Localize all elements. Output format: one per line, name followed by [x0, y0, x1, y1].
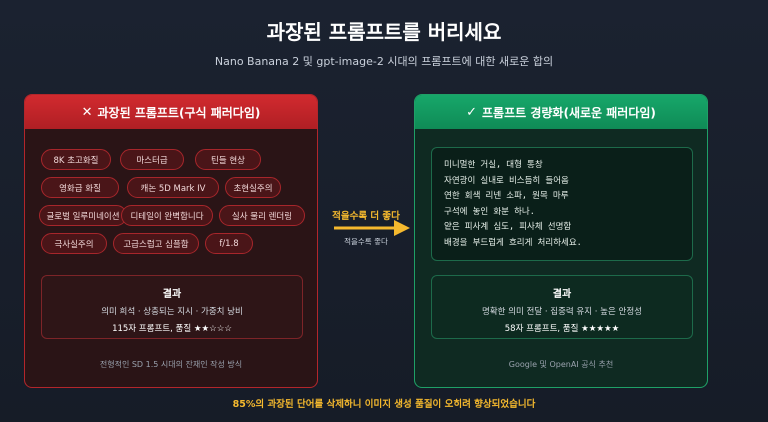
- new-paradigm-header: ✓ 프롬프트 경량화(새로운 패러다임): [415, 95, 707, 129]
- old-paradigm-header: ✕ 과장된 프롬프트(구식 패러다임): [25, 95, 317, 129]
- cross-icon: ✕: [81, 104, 93, 120]
- new-result-summary: 명확한 의미 전달 · 집중력 유지 · 높은 안정성: [482, 307, 642, 317]
- prompt-line: 배경을 부드럽게 흐리게 처리하세요.: [444, 237, 582, 248]
- buzzword-tag: 디테일이 완벽합니다: [121, 205, 213, 226]
- prompt-line: 자연광이 실내로 비스듬히 들어옴: [444, 175, 569, 186]
- old-result-box: 결과 의미 희석 · 상충되는 지시 · 가중치 낭비 115자 프롬프트, 품…: [41, 275, 303, 339]
- buzzword-tag: 마스터급: [120, 149, 184, 170]
- buzzword-tag: 8K 초고화질: [41, 149, 111, 170]
- new-paradigm-footnote: Google 및 OpenAI 공식 추천: [508, 360, 614, 369]
- old-paradigm-panel: ✕ 과장된 프롬프트(구식 패러다임) 8K 초고화질 마스터급 틴들 현상 영…: [24, 94, 318, 388]
- prompt-line: 구석에 놓인 화분 하나.: [444, 206, 535, 217]
- buzzword-tag: f/1.8: [205, 233, 253, 254]
- buzzword-tag: 틴들 현상: [195, 149, 261, 170]
- buzzword-tag: 영화급 화질: [41, 177, 119, 198]
- page-title: 과장된 프롬프트를 버리세요: [266, 20, 502, 44]
- new-paradigm-title: 프롬프트 경량화(새로운 패러다임): [482, 105, 656, 120]
- old-result-summary: 의미 희석 · 상충되는 지시 · 가중치 낭비: [101, 307, 243, 317]
- old-paradigm-title: 과장된 프롬프트(구식 패러다임): [97, 105, 261, 120]
- buzzword-tag: 글로벌 일루미네이션: [39, 205, 127, 226]
- old-result-title: 결과: [162, 289, 182, 300]
- prompt-line: 연한 회색 리넨 소파, 원목 마루: [444, 191, 569, 201]
- buzzword-tag: 고급스럽고 심플함: [113, 233, 199, 254]
- new-paradigm-panel: ✓ 프롬프트 경량화(새로운 패러다임) 미니멀한 거실, 대형 통창 자연광이…: [414, 94, 708, 388]
- prompt-line: 미니멀한 거실, 대형 통창: [444, 160, 543, 170]
- arrow-label: 적을수록 더 좋다: [332, 211, 400, 222]
- buzzword-tag: 실사 물리 렌더링: [219, 205, 305, 226]
- arrow-sublabel: 적을수록 좋다: [344, 237, 388, 246]
- right-arrow-icon: [334, 220, 410, 236]
- prompt-line: 얕은 피사계 심도, 피사체 선명함: [444, 222, 572, 232]
- bottom-conclusion: 85%의 과장된 단어를 삭제하니 이미지 생성 품질이 오히려 향상되었습니다: [232, 399, 536, 410]
- check-icon: ✓: [466, 104, 477, 120]
- buzzword-tag: 극사실주의: [41, 233, 107, 254]
- old-paradigm-footnote: 전형적인 SD 1.5 시대의 잔재인 작성 방식: [99, 360, 243, 369]
- old-result-score: 115자 프롬프트, 품질 ★★☆☆☆: [112, 324, 232, 334]
- buzzword-tag: 초현실주의: [225, 177, 281, 198]
- concise-prompt-box: 미니멀한 거실, 대형 통창 자연광이 실내로 비스듬히 들어옴 연한 회색 리…: [431, 147, 693, 261]
- new-result-score: 58자 프롬프트, 품질 ★★★★★: [504, 324, 620, 334]
- buzzword-tag: 캐논 5D Mark IV: [127, 177, 219, 198]
- new-result-title: 결과: [552, 289, 572, 300]
- new-result-box: 결과 명확한 의미 전달 · 집중력 유지 · 높은 안정성 58자 프롬프트,…: [431, 275, 693, 339]
- page-subtitle: Nano Banana 2 및 gpt-image-2 시대의 프롬프트에 대한…: [214, 55, 554, 68]
